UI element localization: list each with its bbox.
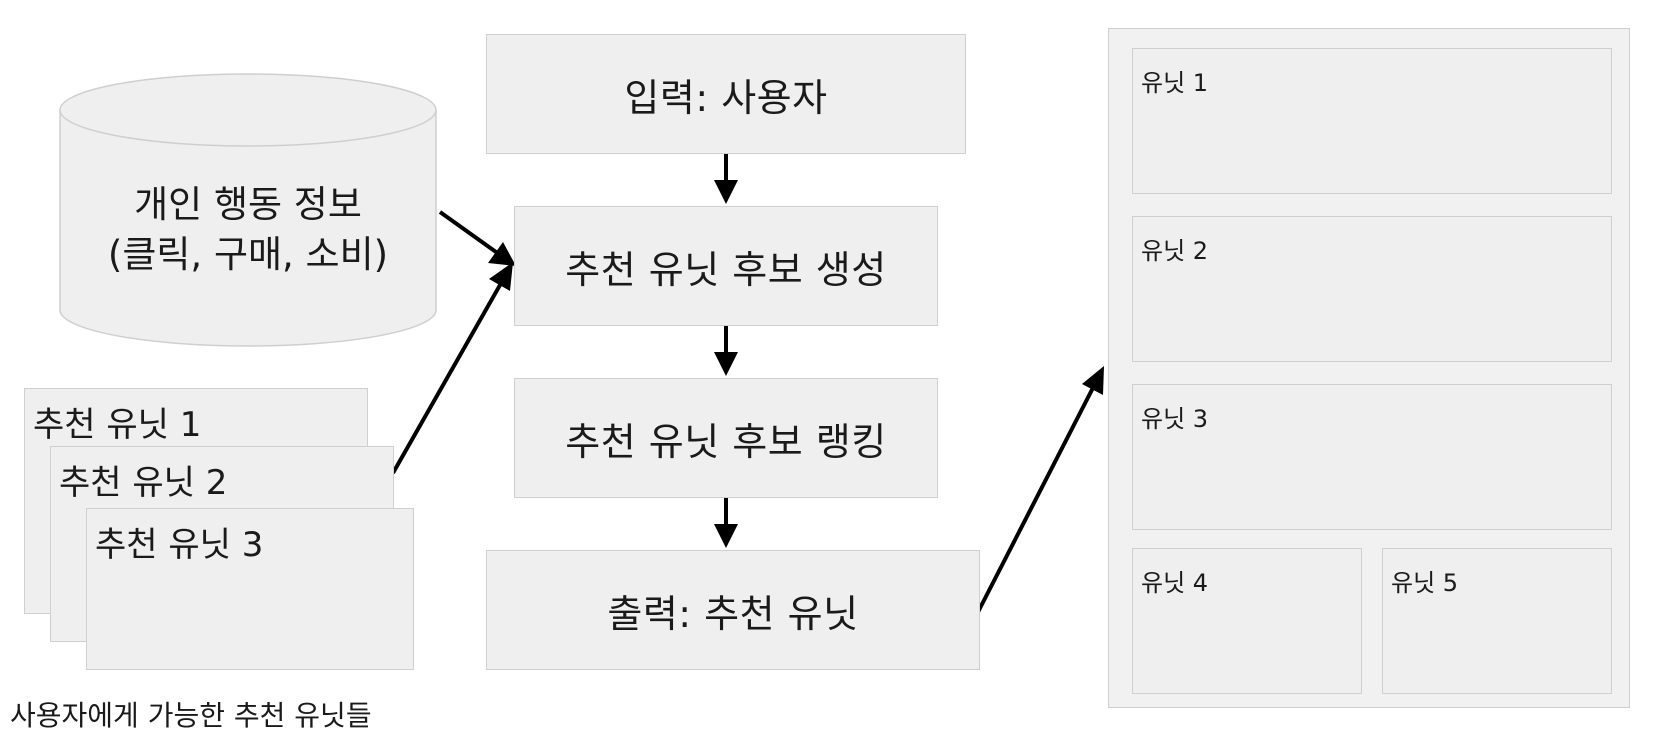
arrowhead-database [488,242,516,266]
arrowheads [488,180,1104,548]
arrowhead-input [714,180,738,204]
database-label-line1: 개인 행동 정보 [134,183,362,226]
layout-slot-2: 유닛 2 [1132,216,1612,362]
arrowhead-candidates [489,262,513,291]
rank-box: 추천 유닛 후보 랭킹 [514,378,938,498]
database-label-line2: (클릭, 구매, 소비) [107,233,389,276]
input-box: 입력: 사용자 [486,34,966,154]
arrowhead-rank [714,524,738,548]
layout-slot-5: 유닛 5 [1382,548,1612,694]
database-label: 개인 행동 정보 (클릭, 구매, 소비) [60,180,436,280]
arrow-output-to-layout [976,377,1100,613]
layout-slot-1: 유닛 1 [1132,48,1612,194]
output-box: 출력: 추천 유닛 [486,550,980,670]
database-cylinder [59,73,437,347]
arrowhead-generate [714,352,738,376]
layout-slot-4: 유닛 4 [1132,548,1362,694]
candidates-caption: 사용자에게 가능한 추천 유닛들 [10,699,372,732]
candidate-card-3: 추천 유닛 3 [86,508,414,670]
layout-slot-3: 유닛 3 [1132,384,1612,530]
generate-box: 추천 유닛 후보 생성 [514,206,938,326]
arrowhead-output [1082,366,1104,395]
arrow-candidates-to-generate [391,270,510,474]
